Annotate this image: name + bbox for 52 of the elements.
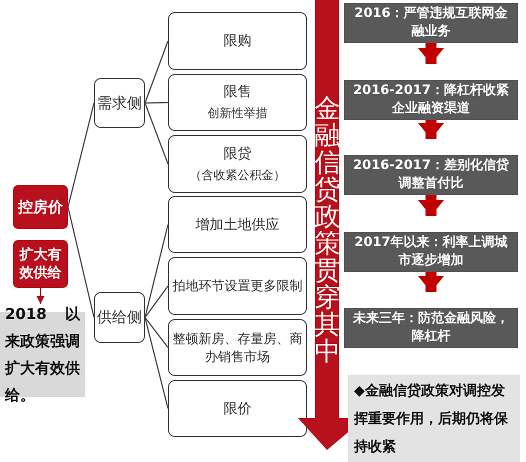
policy-goal-box	[13, 185, 68, 229]
arrow	[36, 288, 44, 304]
sub-label: 创新性举措	[208, 105, 268, 122]
connector-line	[67, 102, 95, 208]
timeline-box	[344, 308, 518, 348]
policy-box	[168, 135, 307, 193]
policy-label: 供给侧	[97, 308, 142, 327]
policy-box	[168, 380, 307, 437]
policy-label: 增加土地供应	[194, 216, 280, 234]
note-text: 2018 以来政策强调扩大有效供给。	[4, 304, 82, 406]
policy-label: 限购	[224, 32, 252, 50]
connector-line	[144, 286, 168, 318]
timeline-box	[344, 3, 518, 43]
block-arrow	[418, 43, 444, 64]
timeline-text: 2016-2017：降杠杆收紧企业融资渠道	[352, 82, 510, 118]
policy-goal-box	[13, 240, 68, 288]
goal-label: 控房价	[18, 198, 63, 216]
connector-line	[144, 224, 169, 318]
goal-label: 扩大有效供给	[18, 246, 62, 282]
policy-box	[168, 319, 307, 376]
timeline-box	[344, 80, 518, 120]
timeline-box	[344, 155, 518, 195]
sub-label: （含收紧公积金）	[190, 166, 286, 184]
policy-box	[168, 74, 307, 131]
policy-label: 限售	[224, 83, 252, 101]
connector-line	[67, 206, 95, 318]
timeline-text: 2016-2017：差别化信贷调整首付比	[352, 157, 510, 193]
connector-line	[144, 317, 168, 348]
policy-box	[94, 292, 145, 343]
timeline-text: 2016：严管违规互联网金融业务	[353, 5, 509, 41]
summary-text: ◆金融信贷政策对调控发挥重要作用，后期仍将保持收紧	[352, 382, 509, 456]
policy-box	[168, 196, 307, 253]
policy-label: 限贷	[224, 144, 252, 162]
summary-box	[348, 375, 520, 462]
block-arrow	[418, 120, 444, 139]
connector-line	[144, 40, 169, 104]
policy-label: 需求侧	[97, 94, 142, 112]
policy-box	[168, 12, 307, 70]
policy-label: 拍地环节设置更多限制	[172, 278, 304, 295]
policy-label: 限价	[222, 400, 252, 418]
policy-box	[168, 257, 307, 315]
policy-label: 整顿新房、存量房、商办销售市场	[172, 330, 304, 366]
timeline-text: 未来三年：防范金融风险，降杠杆	[352, 310, 510, 346]
connector-line	[144, 102, 168, 104]
connector-line	[144, 317, 169, 409]
policy-box	[94, 78, 145, 128]
timeline-text: 2017年以来：利率上调城市逐步增加	[353, 234, 509, 270]
block-arrow	[418, 195, 444, 216]
connector-line	[144, 102, 169, 164]
block-arrow	[418, 272, 444, 292]
arrow-caption: 金融信贷政策贯穿其中	[314, 96, 341, 366]
timeline-box	[344, 232, 518, 272]
